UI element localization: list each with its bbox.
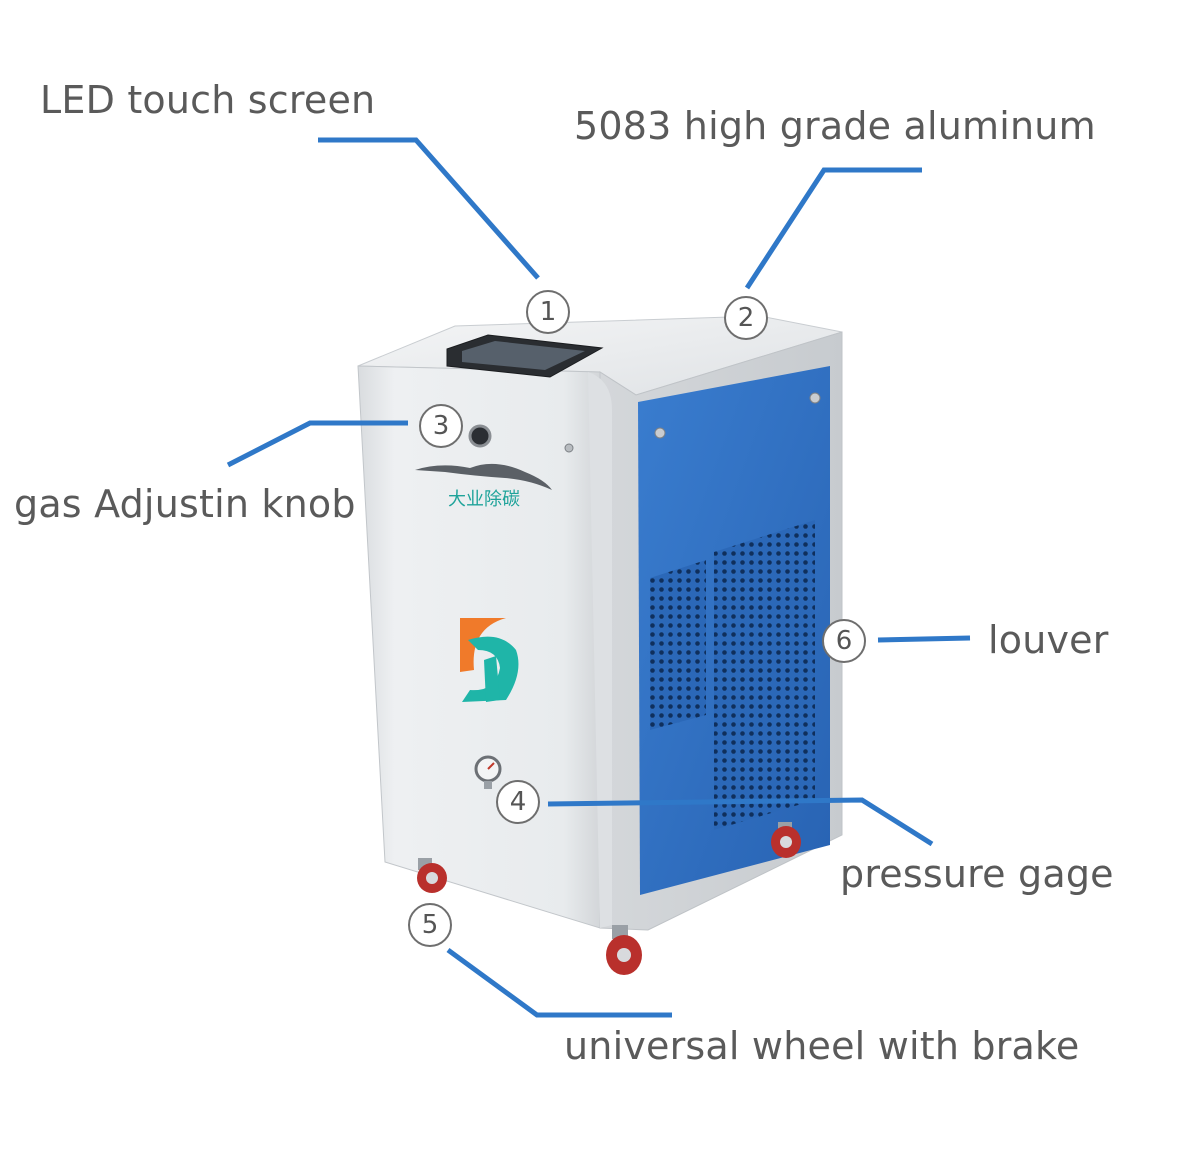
car-swoosh — [415, 463, 552, 490]
louver-right — [714, 520, 815, 830]
leader-line-2 — [744, 167, 922, 290]
callout-number-5: 5 — [408, 903, 452, 947]
label-pressure-gage: pressure gage — [840, 852, 1114, 896]
leader-line-6 — [877, 635, 971, 643]
wheel-front-left — [417, 858, 447, 893]
callout-number-2: 2 — [724, 296, 768, 340]
leader-line-3 — [226, 420, 408, 468]
leader-line-5 — [446, 947, 672, 1018]
callout-number-6: 6 — [822, 619, 866, 663]
wheel-front-right — [606, 925, 642, 975]
leader-line-1 — [318, 137, 540, 280]
brand-logo — [460, 618, 519, 702]
callout-number-4: 4 — [496, 780, 540, 824]
leader-line-4 — [547, 797, 934, 847]
brand-text: 大业除碳 — [448, 489, 520, 510]
pressure-gauge — [474, 755, 502, 789]
label-universal-wheel: universal wheel with brake — [564, 1024, 1080, 1068]
label-aluminum: 5083 high grade aluminum — [574, 104, 1096, 148]
label-led-touch-screen: LED touch screen — [40, 78, 376, 122]
wheel-back-right — [771, 822, 801, 858]
label-louver: louver — [988, 618, 1109, 662]
louver-left — [650, 560, 706, 730]
callout-number-1: 1 — [526, 290, 570, 334]
touch-screen-glass — [462, 341, 585, 370]
gas-knob — [468, 424, 492, 448]
callout-number-3: 3 — [419, 404, 463, 448]
label-gas-knob: gas Adjustin knob — [14, 482, 356, 526]
